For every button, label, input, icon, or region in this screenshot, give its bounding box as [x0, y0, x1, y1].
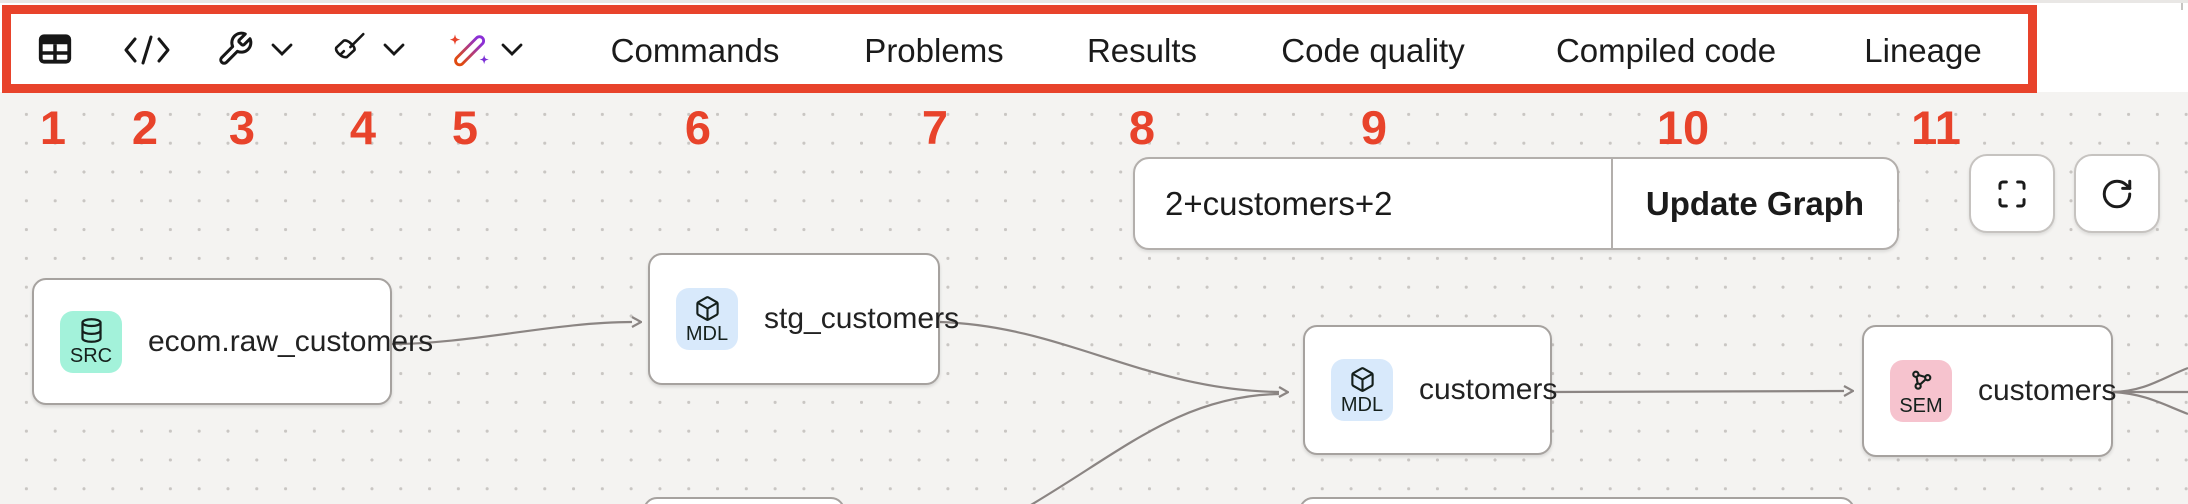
fix-button[interactable]: [216, 30, 254, 68]
code-icon: [124, 35, 170, 65]
cube-icon: [695, 295, 719, 321]
annotation-number: 2: [131, 101, 159, 154]
chevron-down-icon: [271, 43, 293, 56]
chevron-down-icon: [501, 43, 523, 56]
tab-compiled-code[interactable]: Compiled code: [1555, 32, 1777, 69]
node-label: customers: [1978, 374, 2117, 407]
annotation-number: 7: [921, 101, 949, 154]
graph-filter-group: 2+customers+2 Update Graph: [1133, 157, 1899, 250]
update-graph-button[interactable]: Update Graph: [1645, 184, 1865, 222]
node-label: customers: [1419, 373, 1558, 406]
tab-code-quality[interactable]: Code quality: [1281, 32, 1465, 69]
tab-lineage[interactable]: Lineage: [1864, 32, 1982, 69]
chevron-down-icon: [383, 43, 405, 56]
wrench-icon: [219, 31, 253, 65]
annotation-number: 5: [451, 101, 479, 154]
source-badge: SRC: [60, 310, 122, 373]
clean-button[interactable]: [328, 30, 368, 70]
fix-dropdown-button[interactable]: [270, 42, 294, 57]
edge-bottom-to-customers: [1030, 392, 1280, 504]
node-label: stg_customers: [764, 302, 960, 335]
fullscreen-icon: [1998, 179, 2026, 208]
node-filter-input[interactable]: 2+customers+2: [1135, 159, 1613, 248]
model-badge: MDL: [676, 288, 738, 350]
node-customers-model[interactable]: MDL customers: [1303, 325, 1557, 455]
model-badge: MDL: [1331, 359, 1393, 421]
annotation-number: 11: [1911, 101, 1961, 154]
tab-results[interactable]: Results: [1086, 32, 1198, 69]
tab-problems[interactable]: Problems: [864, 32, 1004, 69]
table-icon: [38, 34, 72, 64]
share-network-icon: [1911, 370, 1931, 390]
badge-label: MDL: [685, 322, 729, 345]
node-partial-bottom-right[interactable]: [1299, 497, 1855, 504]
annotation-number: 9: [1360, 101, 1388, 154]
edge-stg-to-customers: [939, 320, 1279, 392]
table-button[interactable]: [36, 30, 74, 68]
node-stg-customers[interactable]: MDL stg_customers: [648, 253, 959, 385]
edge-customers-to-sem: [1551, 391, 1844, 392]
ai-assist-dropdown-button[interactable]: [500, 42, 524, 57]
code-button[interactable]: [122, 33, 172, 67]
edge-src-to-stg: [391, 322, 632, 346]
database-icon: [80, 318, 102, 343]
node-customers-semantic[interactable]: SEM customers: [1862, 325, 2117, 457]
scrollbar-tick: [2181, 3, 2183, 10]
annotation-number: 1: [39, 101, 67, 154]
cube-icon: [1350, 366, 1374, 392]
refresh-icon: [2102, 179, 2132, 208]
node-partial-bottom-left[interactable]: [643, 497, 845, 504]
edge-sem-out-down: [2112, 390, 2188, 416]
edge-sem-out-up: [2112, 366, 2188, 394]
node-ecom-raw-customers[interactable]: SRC ecom.raw_customers: [32, 278, 433, 405]
node-label: ecom.raw_customers: [148, 324, 434, 358]
toolbar: Commands Problems Results Code quality C…: [0, 0, 2188, 92]
ai-assist-button[interactable]: [448, 28, 490, 70]
broom-icon: [334, 32, 365, 59]
annotation-number: 6: [684, 101, 712, 154]
tab-commands[interactable]: Commands: [610, 32, 780, 69]
clean-dropdown-button[interactable]: [382, 42, 406, 57]
semantic-badge: SEM: [1890, 360, 1952, 422]
badge-label: SRC: [69, 345, 113, 367]
refresh-button[interactable]: [2074, 154, 2160, 233]
annotation-number: 3: [228, 101, 256, 154]
badge-label: SEM: [1899, 394, 1943, 417]
magic-wand-icon: [449, 34, 489, 67]
annotation-number: 4: [349, 101, 377, 154]
annotation-number: 8: [1128, 101, 1156, 154]
annotation-number: 10: [1656, 101, 1710, 154]
fullscreen-button[interactable]: [1969, 154, 2055, 233]
badge-label: MDL: [1340, 393, 1384, 416]
